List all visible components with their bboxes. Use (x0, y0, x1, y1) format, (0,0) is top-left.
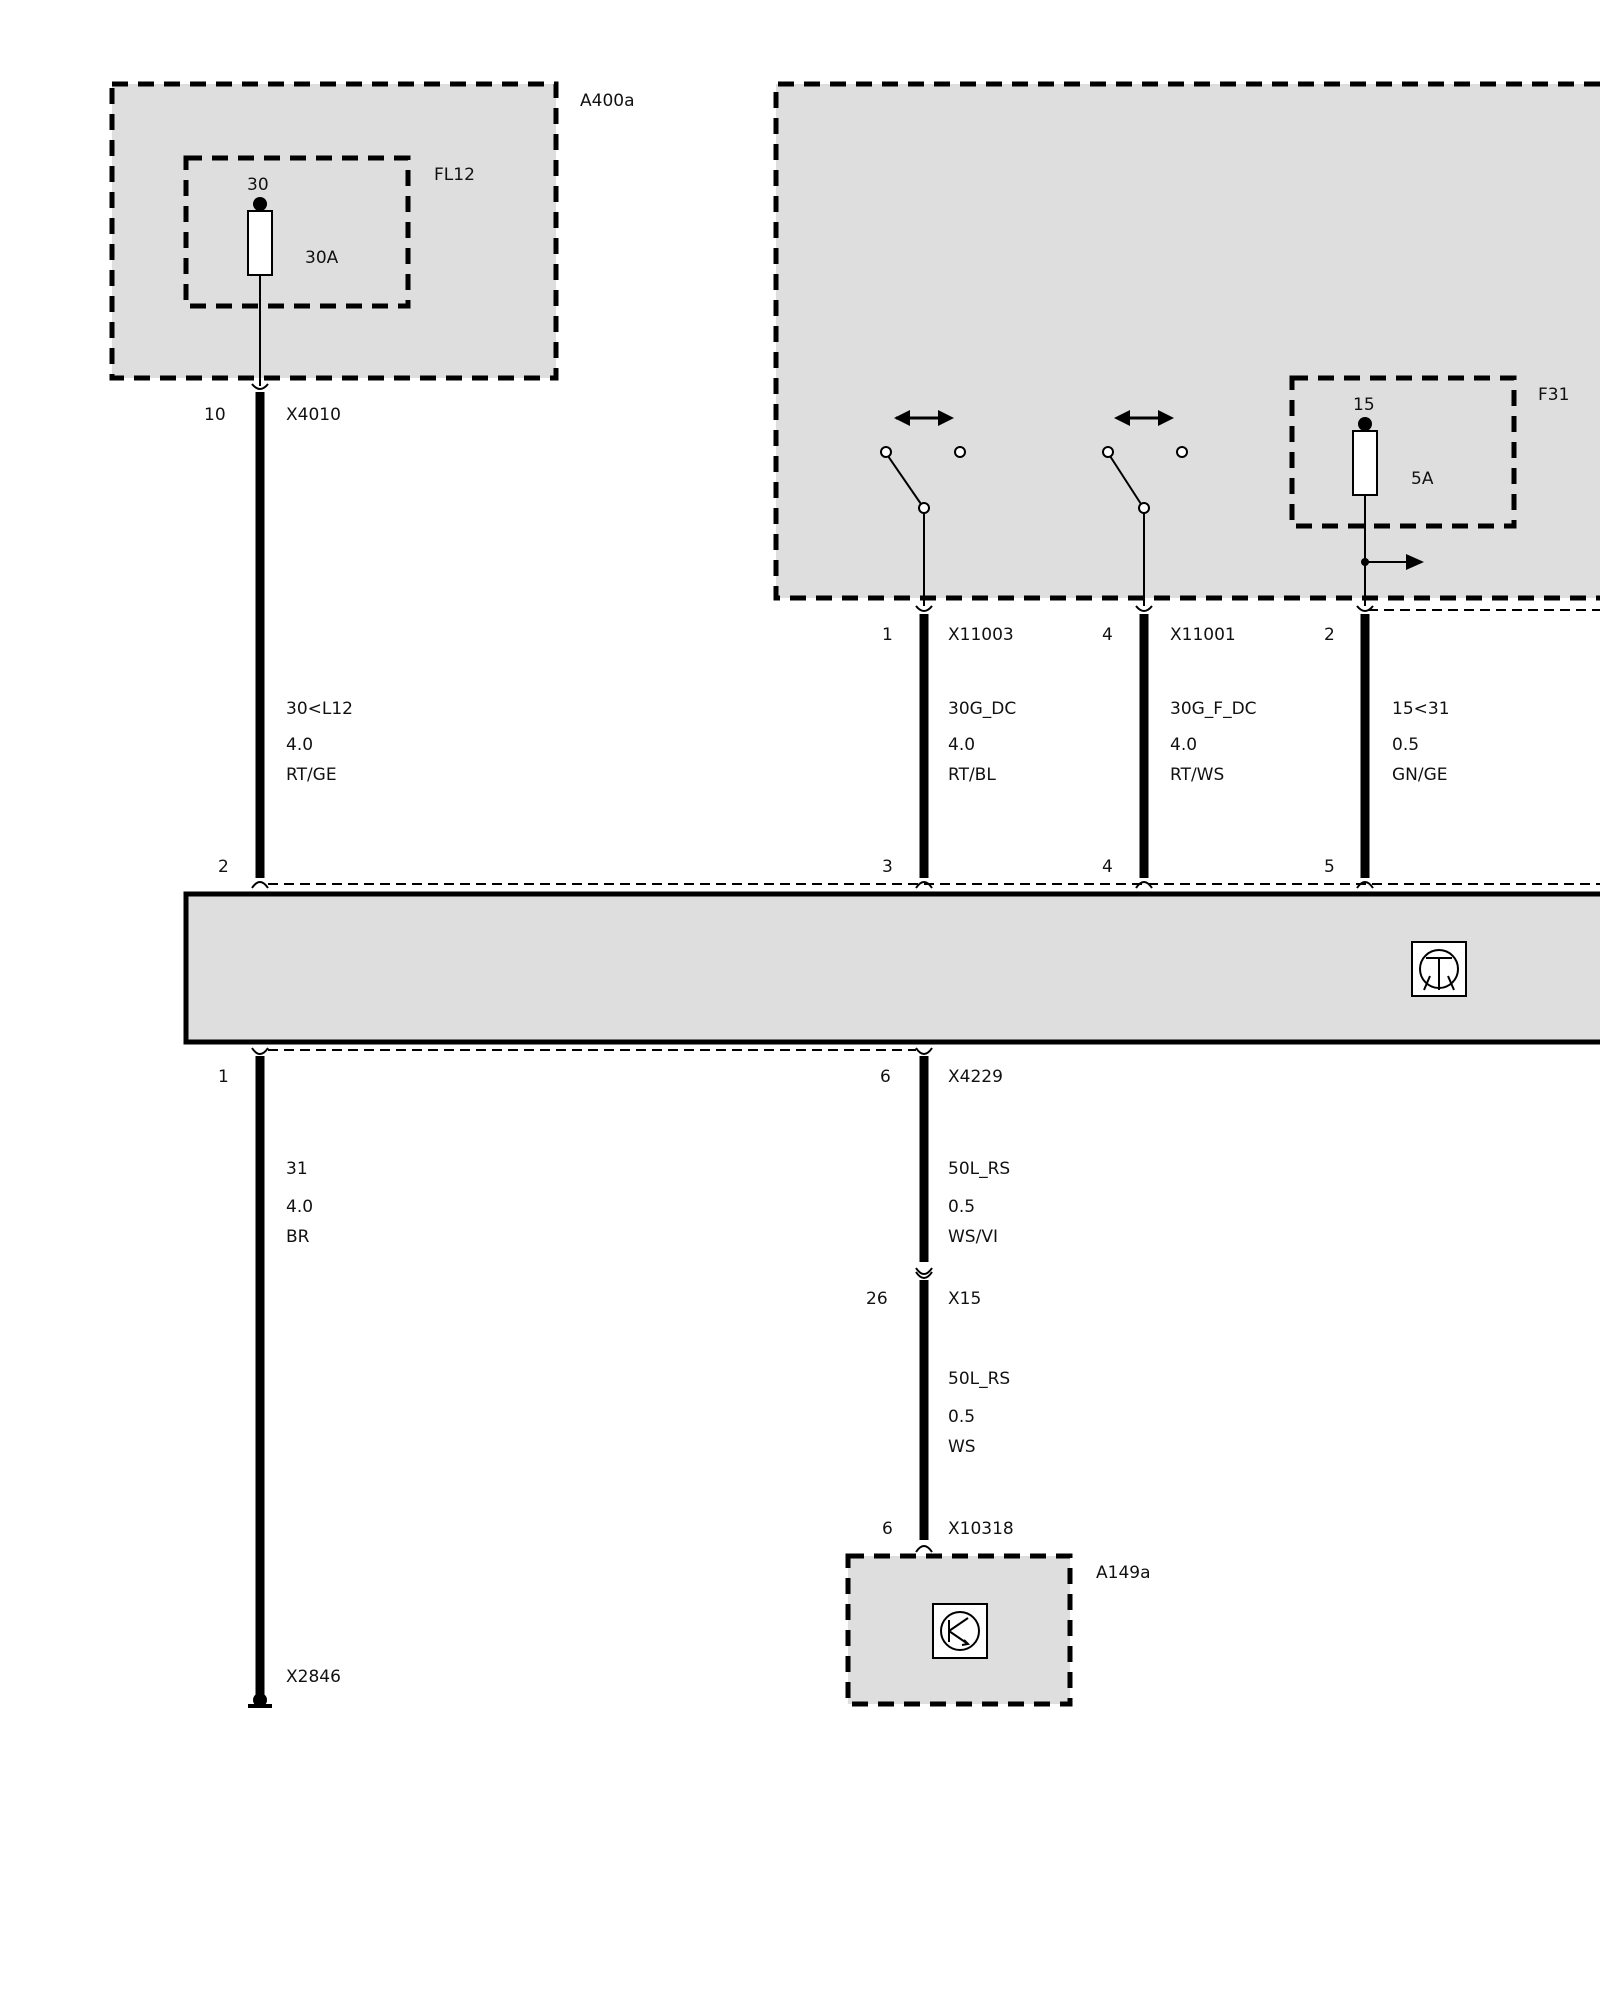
x11001-label: X11001 (1170, 625, 1236, 645)
w3-signal: 30G_F_DC (1170, 699, 1257, 719)
power-distribution-box (773, 81, 1600, 601)
module-pin-2: 2 (218, 857, 229, 877)
w2-size: 4.0 (948, 735, 975, 755)
fl12-box (183, 155, 411, 309)
x11001-pin: 4 (1102, 625, 1113, 645)
f31-box (1289, 375, 1517, 529)
x4010-pin: 10 (204, 405, 226, 425)
wire-50l-rs-upper[interactable] (915, 1047, 933, 1275)
transistor-icon (1411, 941, 1467, 997)
fl12-label: FL12 (434, 165, 475, 185)
component-a149a[interactable]: A149a (845, 1553, 1151, 1707)
x4229-label: X4229 (948, 1067, 1003, 1087)
w5-signal: 31 (286, 1159, 308, 1179)
w4-size: 0.5 (1392, 735, 1419, 755)
switch-icon (1102, 410, 1188, 514)
w1-color: RT/GE (286, 765, 337, 785)
x11003-pin: 1 (882, 625, 893, 645)
w1-signal: 30<L12 (286, 699, 353, 719)
module-bottom-pin-1: 1 (218, 1067, 229, 1087)
w7-signal: 50L_RS (948, 1369, 1010, 1389)
component-power-distribution[interactable]: F31 15 5A (773, 81, 1600, 601)
w7-color: WS (948, 1437, 976, 1457)
fuse-icon (247, 197, 273, 276)
w3-size: 4.0 (1170, 735, 1197, 755)
ground-icon (248, 1693, 272, 1708)
w6-signal: 50L_RS (948, 1159, 1010, 1179)
w5-size: 4.0 (286, 1197, 313, 1217)
fl12-terminal: 30 (247, 175, 269, 195)
w4-signal: 15<31 (1392, 699, 1450, 719)
x15-label: X15 (948, 1289, 981, 1309)
wire-30g-dc[interactable] (915, 605, 933, 889)
transistor-icon (932, 1603, 988, 1659)
a400a-label: A400a (580, 91, 635, 111)
a400a-box (109, 81, 559, 381)
w3-color: RT/WS (1170, 765, 1224, 785)
f31-rating: 5A (1411, 469, 1434, 489)
wire-50l-rs-lower[interactable] (915, 1271, 933, 1553)
w6-color: WS/VI (948, 1227, 998, 1247)
f31-label: F31 (1538, 385, 1569, 405)
x15-pin: 26 (866, 1289, 888, 1309)
switch-icon (880, 410, 966, 514)
w7-size: 0.5 (948, 1407, 975, 1427)
module-bottom-pin-6: 6 (880, 1067, 891, 1087)
w5-color: BR (286, 1227, 310, 1247)
fuse-icon (1352, 417, 1378, 496)
w2-color: RT/BL (948, 765, 996, 785)
x4010-label: X4010 (286, 405, 341, 425)
wire-30g-f-dc[interactable] (1135, 605, 1153, 889)
w2-signal: 30G_DC (948, 699, 1016, 719)
module-pin-3: 3 (882, 857, 893, 877)
x10318-label: X10318 (948, 1519, 1014, 1539)
wire-15-31[interactable] (1356, 605, 1374, 889)
f31-connector-pin: 2 (1324, 625, 1335, 645)
w1-size: 4.0 (286, 735, 313, 755)
module-pin-4: 4 (1102, 857, 1113, 877)
control-module[interactable] (183, 891, 1600, 1045)
w4-color: GN/GE (1392, 765, 1448, 785)
module-pin-5: 5 (1324, 857, 1335, 877)
fl12-rating: 30A (305, 248, 339, 268)
control-module-box (183, 891, 1600, 1045)
x11003-label: X11003 (948, 625, 1014, 645)
a149a-label: A149a (1096, 1563, 1151, 1583)
wire-31-ground[interactable] (251, 1047, 269, 1696)
x10318-pin: 6 (882, 1519, 893, 1539)
wire-30-l12[interactable] (251, 383, 269, 889)
f31-terminal: 15 (1353, 395, 1375, 415)
x2846-label: X2846 (286, 1667, 341, 1687)
component-a400a[interactable]: A400a FL12 30 30A (109, 81, 635, 381)
w6-size: 0.5 (948, 1197, 975, 1217)
